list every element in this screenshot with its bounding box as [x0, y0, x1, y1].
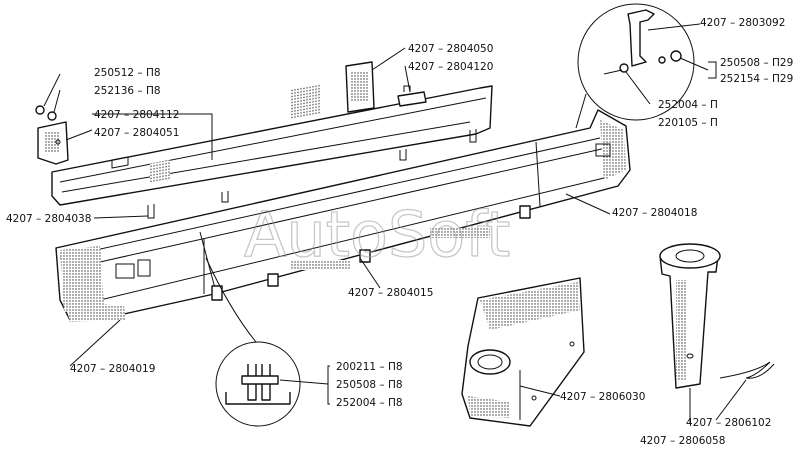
label-252154: 252154 – П29 [720, 73, 793, 85]
bracket-2806030 [461, 277, 585, 427]
label-2804019: 4207 – 2804019 [70, 363, 155, 375]
main-bumper [55, 109, 631, 322]
label-250508-p8: 250508 – П8 [336, 379, 403, 391]
label-2804050: 4207 – 2804050 [408, 43, 493, 55]
label-2806102: 4207 – 2806102 [686, 417, 771, 429]
label-2804015: 4207 – 2804015 [348, 287, 433, 299]
watermark-text: AutoSoft [244, 198, 510, 271]
part-labels: 250512 – П8 252136 – П8 4207 – 2804112 4… [6, 17, 793, 447]
label-250512: 250512 – П8 [94, 67, 161, 79]
label-220105: 220105 – П [658, 117, 718, 129]
bracket-left [35, 105, 69, 165]
label-250508-p29: 250508 – П29 [720, 57, 793, 69]
label-200211: 200211 – П8 [336, 361, 403, 373]
label-252004-p8: 252004 – П8 [336, 397, 403, 409]
label-2806030: 4207 – 2806030 [560, 391, 645, 403]
label-2804018: 4207 – 2804018 [612, 207, 697, 219]
upper-reinforcement-bar [51, 83, 493, 219]
label-2803092: 4207 – 2803092 [700, 17, 785, 29]
label-252136: 252136 – П8 [94, 85, 161, 97]
label-2806058: 4207 – 2806058 [640, 435, 725, 447]
label-2804051: 4207 – 2804051 [94, 127, 179, 139]
label-252004-p: 252004 – П [658, 99, 718, 111]
label-2804038: 4207 – 2804038 [6, 213, 91, 225]
leader-lines [43, 23, 747, 424]
pipe-2806058 [659, 243, 775, 389]
detail-circle-top [575, 3, 695, 129]
label-2804120: 4207 – 2804120 [408, 61, 493, 73]
bracket-center [345, 61, 427, 113]
detail-circle-bottom [205, 257, 301, 427]
label-2804112: 4207 – 2804112 [94, 109, 179, 121]
